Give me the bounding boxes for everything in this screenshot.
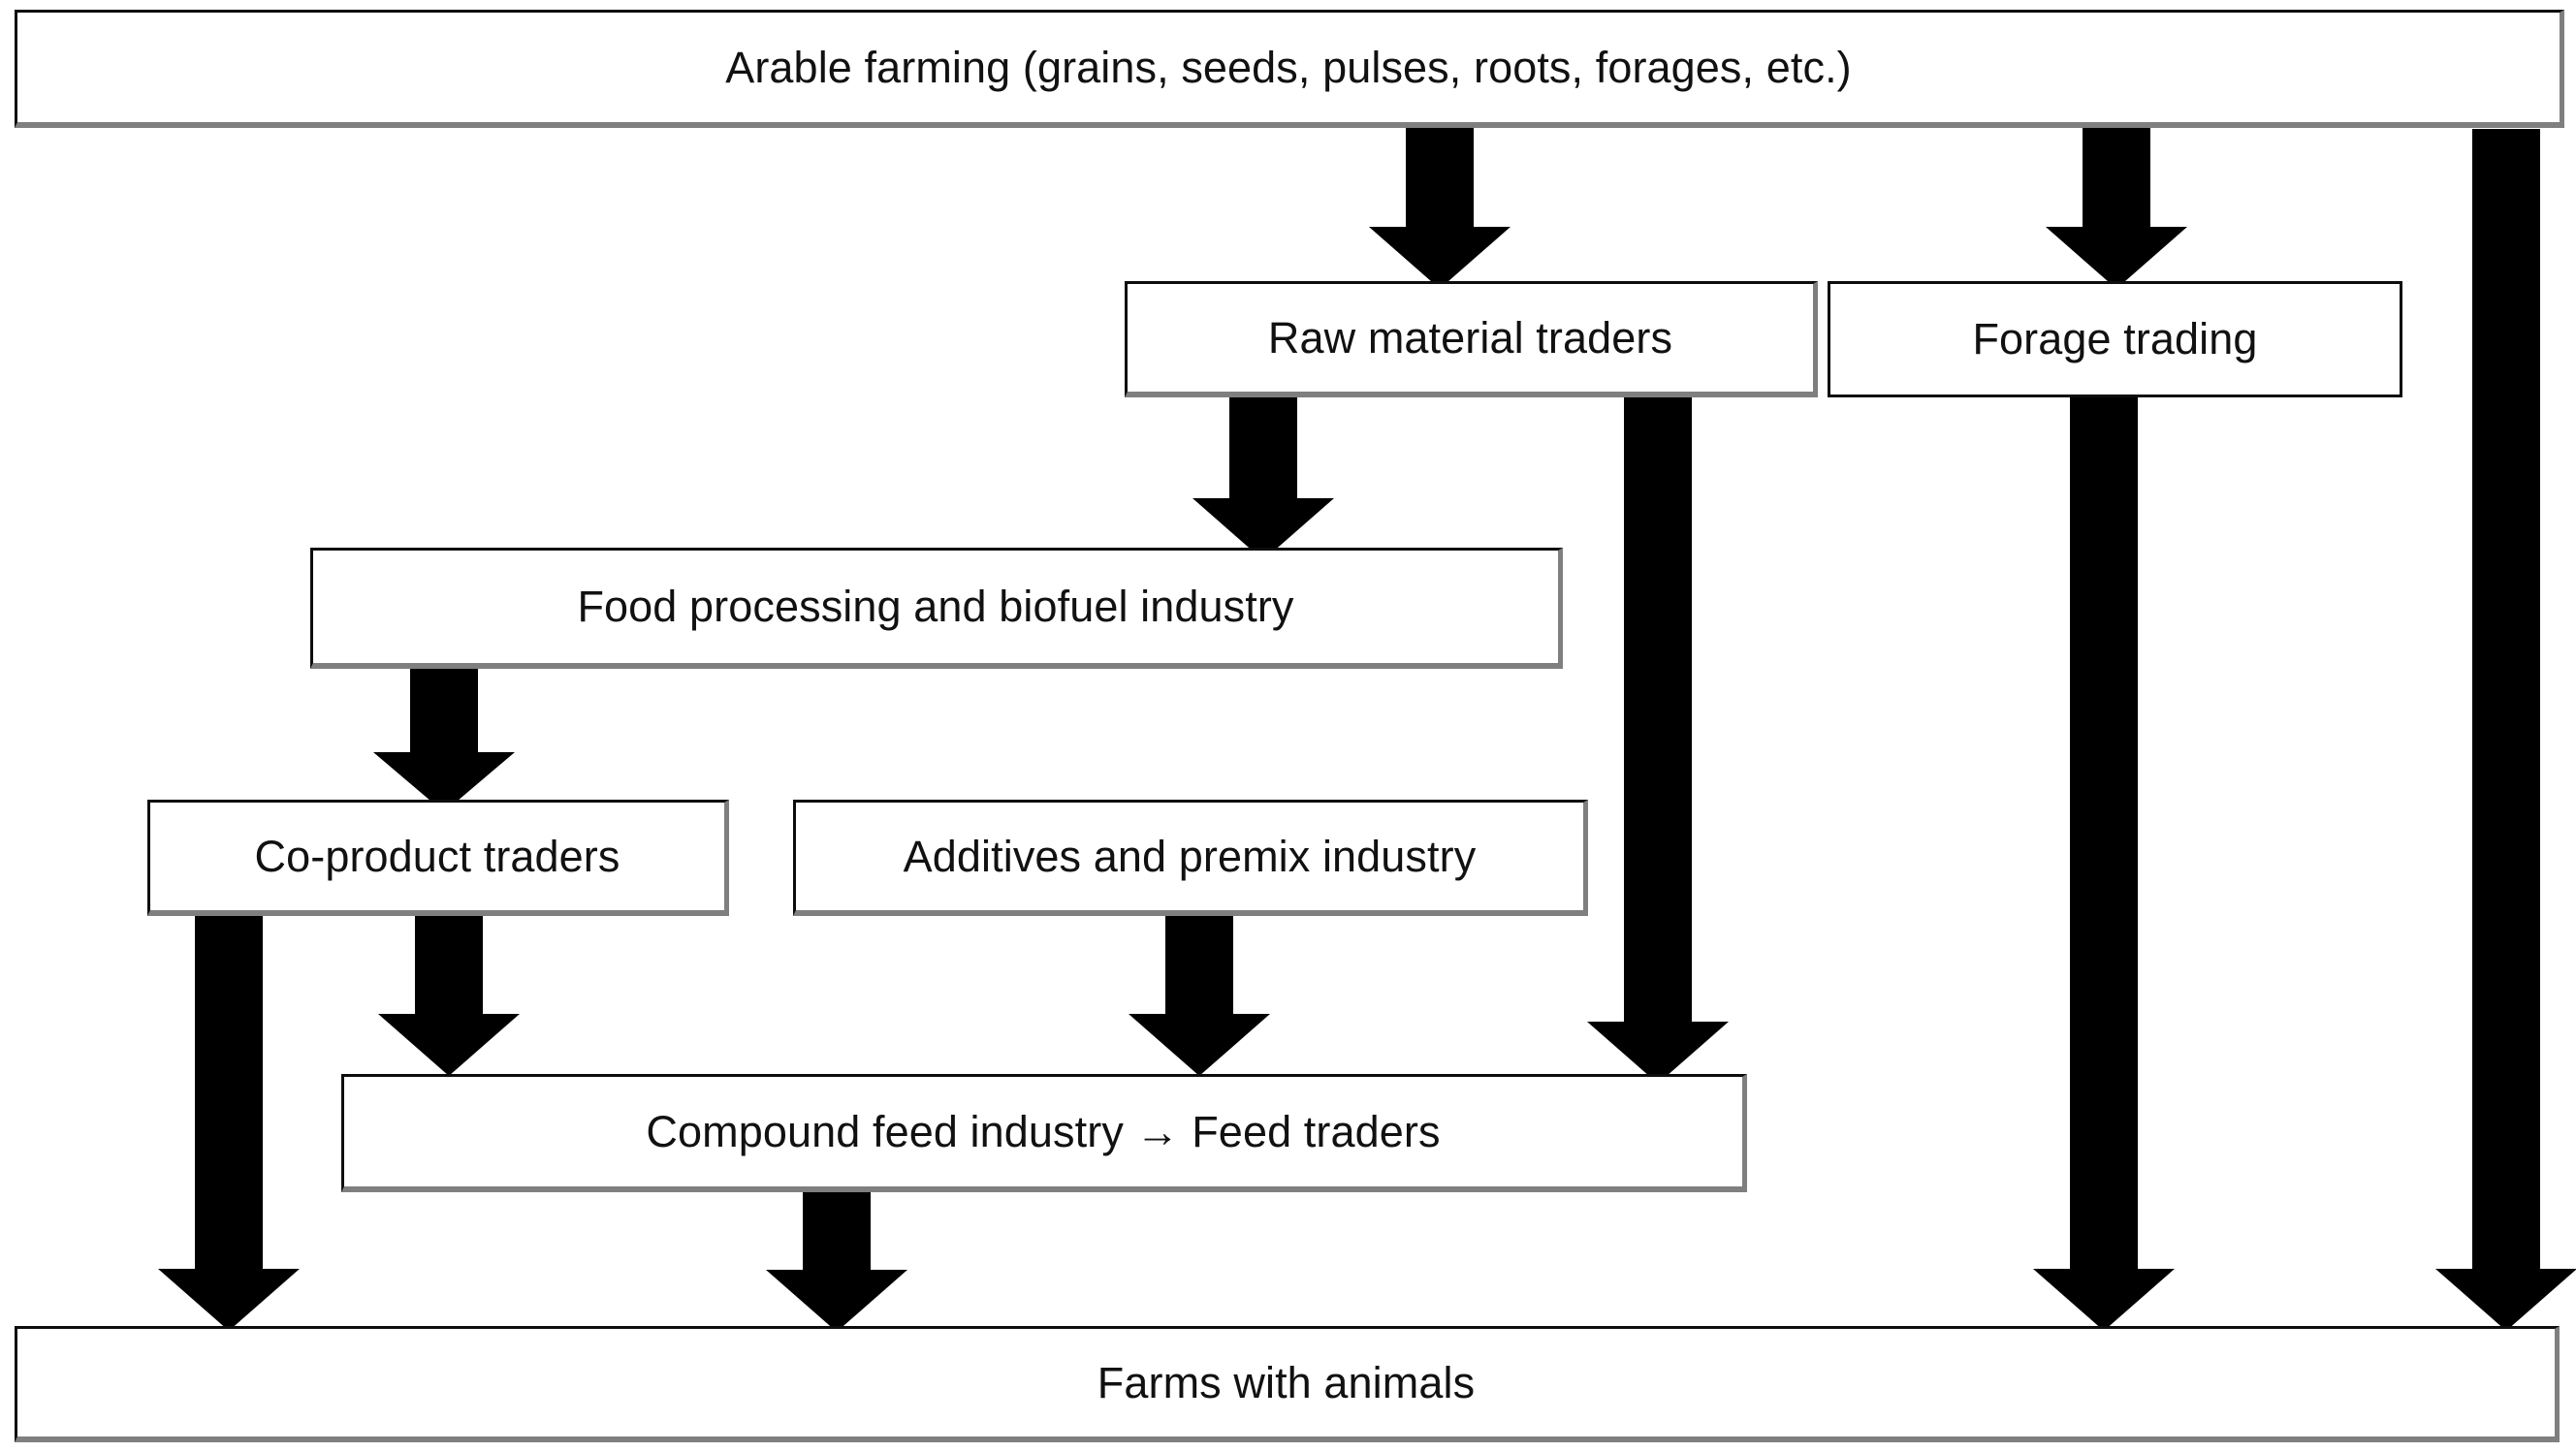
arrow-arable-to-farms-long (2435, 129, 2576, 1331)
node-raw-material-traders-label: Raw material traders (1267, 312, 1673, 363)
node-compound-feed-label: Compound feed industry → Feed traders (646, 1106, 1441, 1156)
node-forage-trading[interactable]: Forage trading (1828, 281, 2402, 397)
arrow-forage-trading-to-farms-long (2033, 397, 2175, 1331)
arrow-food-processing-to-co-product-traders (373, 667, 515, 812)
node-food-processing-label: Food processing and biofuel industry (577, 582, 1294, 632)
node-arable-farming-label: Arable farming (grains, seeds, pulses, r… (725, 42, 1852, 92)
arrow-arable-to-forage-trading (2046, 126, 2187, 289)
node-co-product-traders-label: Co-product traders (254, 831, 620, 881)
arrow-compound-feed-to-farms (766, 1190, 907, 1332)
node-forage-trading-label: Forage trading (1972, 314, 2258, 364)
arrow-additives-to-compound-feed (1129, 911, 1270, 1076)
node-arable-farming[interactable]: Arable farming (grains, seeds, pulses, r… (15, 10, 2564, 128)
node-raw-material-traders[interactable]: Raw material traders (1125, 281, 1818, 397)
arrow-raw-material-to-compound-feed-long (1587, 395, 1729, 1084)
arrow-co-product-traders-to-farms-long (158, 911, 300, 1331)
node-additives-premix[interactable]: Additives and premix industry (793, 800, 1588, 916)
node-additives-premix-label: Additives and premix industry (903, 831, 1477, 881)
arrow-co-product-traders-to-compound-feed (378, 911, 520, 1076)
node-co-product-traders[interactable]: Co-product traders (147, 800, 729, 916)
node-compound-feed[interactable]: Compound feed industry → Feed traders (341, 1074, 1747, 1192)
node-farms-with-animals-label: Farms with animals (1097, 1357, 1476, 1407)
node-farms-with-animals[interactable]: Farms with animals (15, 1326, 2560, 1442)
arrow-arable-to-raw-material-traders (1369, 126, 1511, 289)
arrow-raw-material-to-food-processing (1193, 397, 1334, 560)
node-food-processing[interactable]: Food processing and biofuel industry (310, 548, 1563, 669)
